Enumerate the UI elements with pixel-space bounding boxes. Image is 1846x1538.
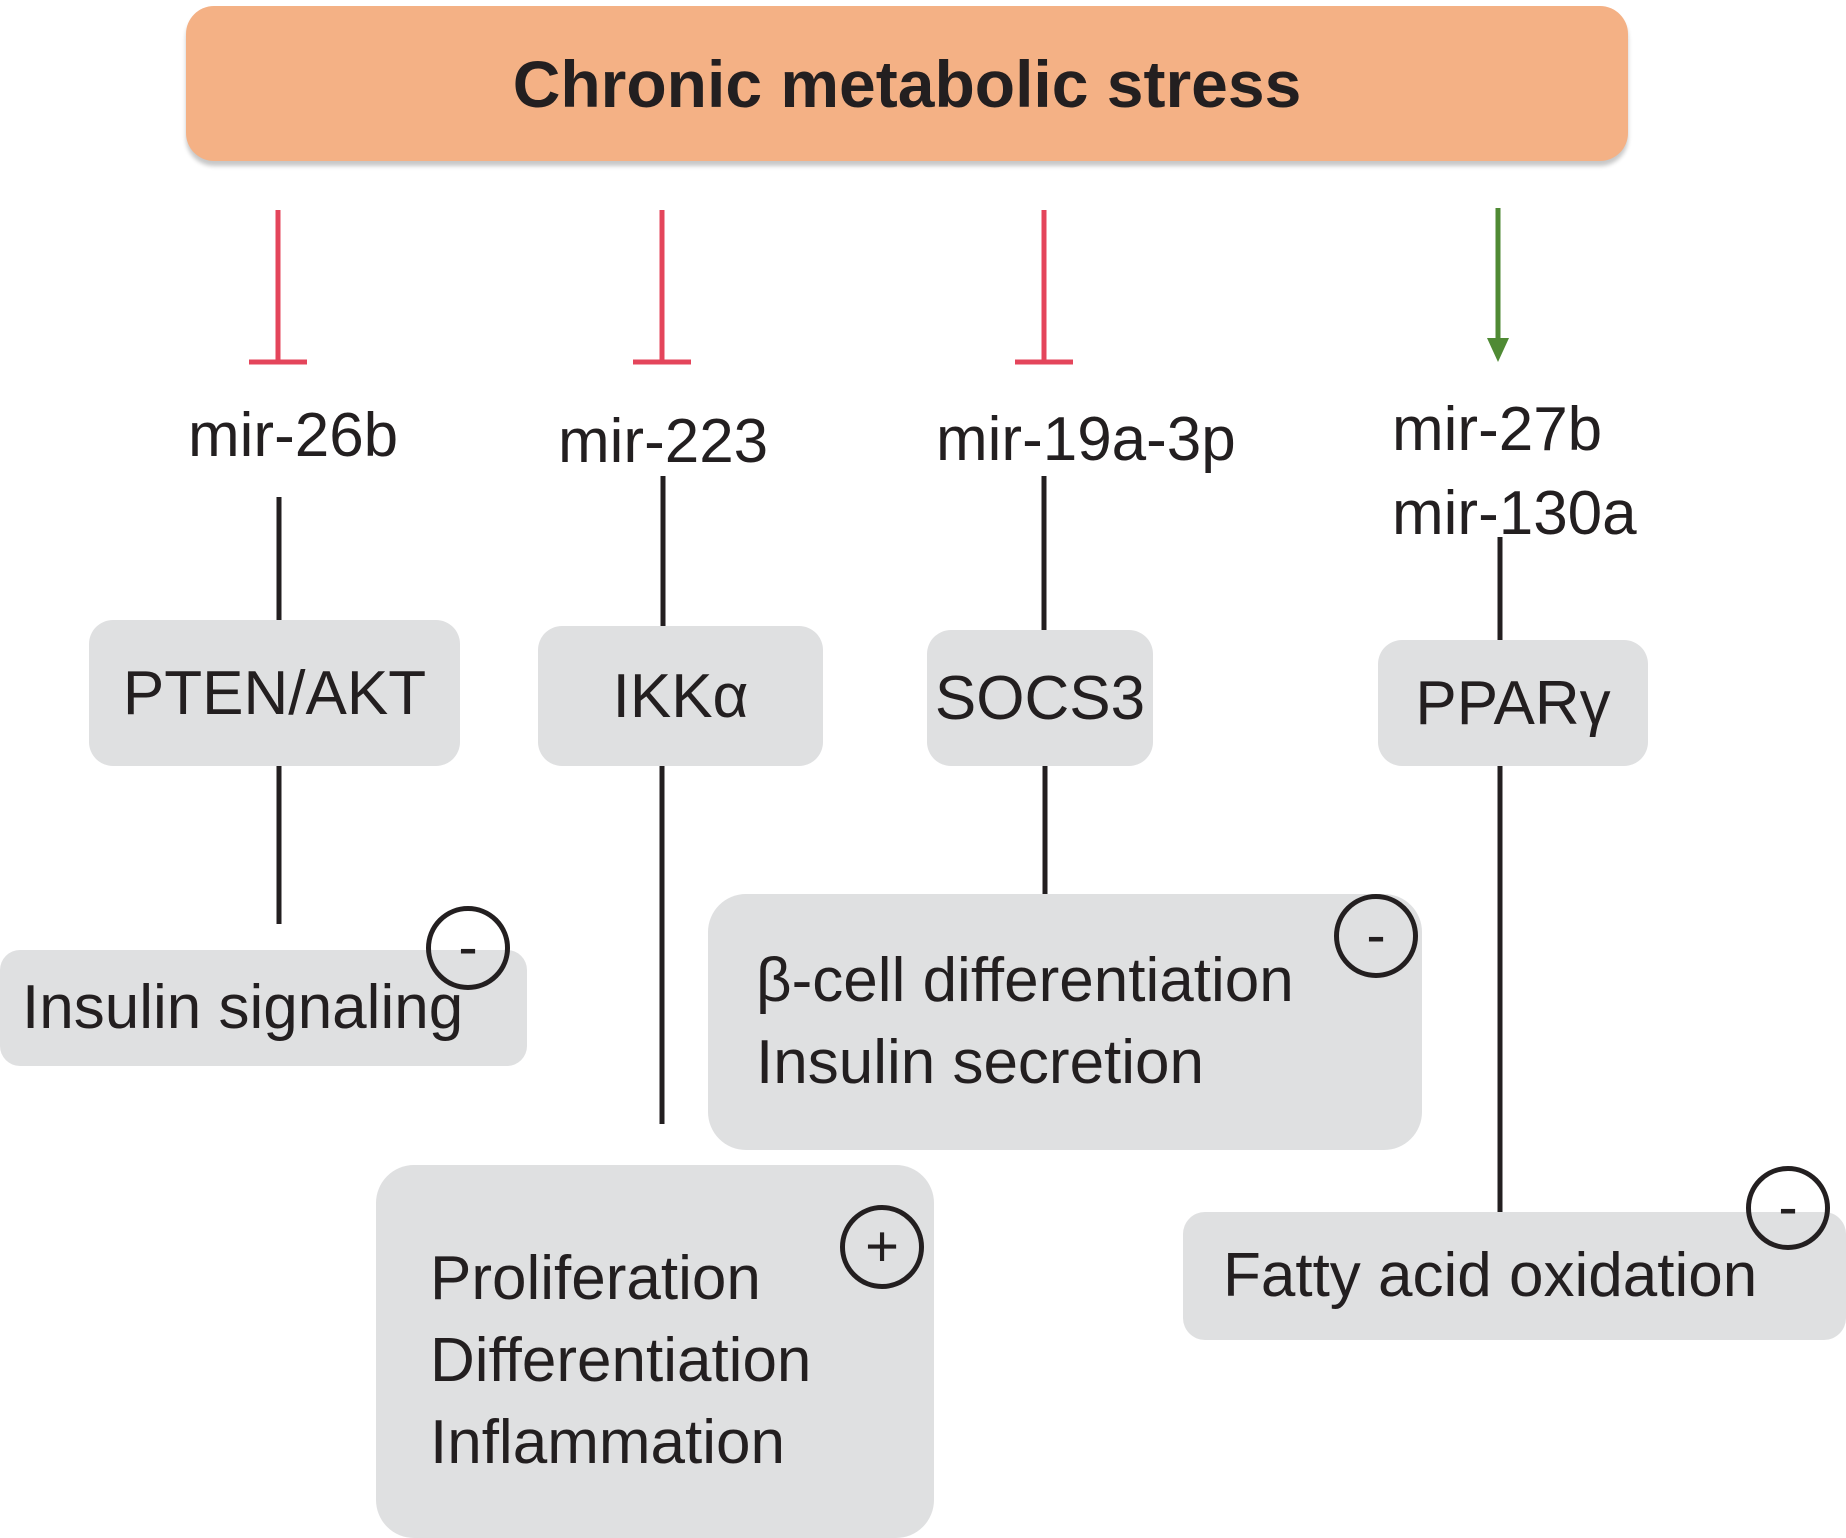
target-label: SOCS3 bbox=[934, 663, 1146, 733]
outcome-line: Insulin secretion bbox=[756, 1028, 1205, 1097]
mirna-name: mir-19a-3p bbox=[936, 405, 1236, 474]
target-box-ikk-alpha: IKKα bbox=[538, 626, 823, 766]
outcome-line: Insulin signaling bbox=[22, 973, 464, 1042]
mirna-label-mir-27b-130a: mir-27b mir-130a bbox=[1392, 388, 1637, 556]
outcome-line: Inflammation bbox=[430, 1408, 785, 1477]
target-box-pten-akt: PTEN/AKT bbox=[89, 620, 460, 766]
mirna-name: mir-223 bbox=[558, 407, 769, 476]
target-label: PTEN/AKT bbox=[122, 658, 427, 728]
outcome-box-proliferation: Proliferation Differentiation Inflammati… bbox=[376, 1165, 934, 1538]
outcome-line: Fatty acid oxidation bbox=[1223, 1241, 1758, 1310]
effect-symbol: - bbox=[458, 915, 478, 980]
effect-symbol: + bbox=[865, 1214, 899, 1279]
effect-sign-proliferation: + bbox=[840, 1205, 924, 1289]
mirna-name: mir-130a bbox=[1392, 479, 1637, 548]
activate-arrow-mir-27b bbox=[1487, 208, 1509, 362]
inhibit-marker-mir-26b bbox=[249, 210, 307, 365]
mirna-label-mir-26b: mir-26b bbox=[188, 394, 398, 478]
target-box-ppar-gamma: PPARγ bbox=[1378, 640, 1648, 766]
mirna-name: mir-27b bbox=[1392, 395, 1603, 464]
mirna-label-mir-223: mir-223 bbox=[558, 400, 768, 484]
inhibit-marker-mir-19a-3p bbox=[1015, 210, 1073, 365]
outcome-box-fatty-acid: Fatty acid oxidation bbox=[1183, 1212, 1846, 1340]
inhibit-marker-mir-223 bbox=[633, 210, 691, 365]
stress-header-box: Chronic metabolic stress bbox=[186, 6, 1628, 161]
effect-sign-beta-cell: - bbox=[1334, 894, 1418, 978]
mirna-name: mir-26b bbox=[188, 401, 399, 470]
target-label: PPARγ bbox=[1415, 668, 1611, 738]
target-label: IKKα bbox=[612, 661, 749, 731]
effect-symbol: - bbox=[1366, 903, 1386, 968]
stress-header-title: Chronic metabolic stress bbox=[512, 46, 1302, 121]
outcome-box-beta-cell: β-cell differentiation Insulin secretion bbox=[708, 894, 1422, 1150]
outcome-line: β-cell differentiation bbox=[756, 946, 1294, 1015]
effect-sign-insulin-signaling: - bbox=[426, 906, 510, 990]
outcome-line: Proliferation bbox=[430, 1244, 761, 1313]
outcome-line: Differentiation bbox=[430, 1326, 812, 1395]
effect-sign-fatty-acid: - bbox=[1746, 1166, 1830, 1250]
effect-symbol: - bbox=[1778, 1175, 1798, 1240]
mirna-label-mir-19a-3p: mir-19a-3p bbox=[936, 398, 1236, 482]
target-box-socs3: SOCS3 bbox=[927, 630, 1153, 766]
